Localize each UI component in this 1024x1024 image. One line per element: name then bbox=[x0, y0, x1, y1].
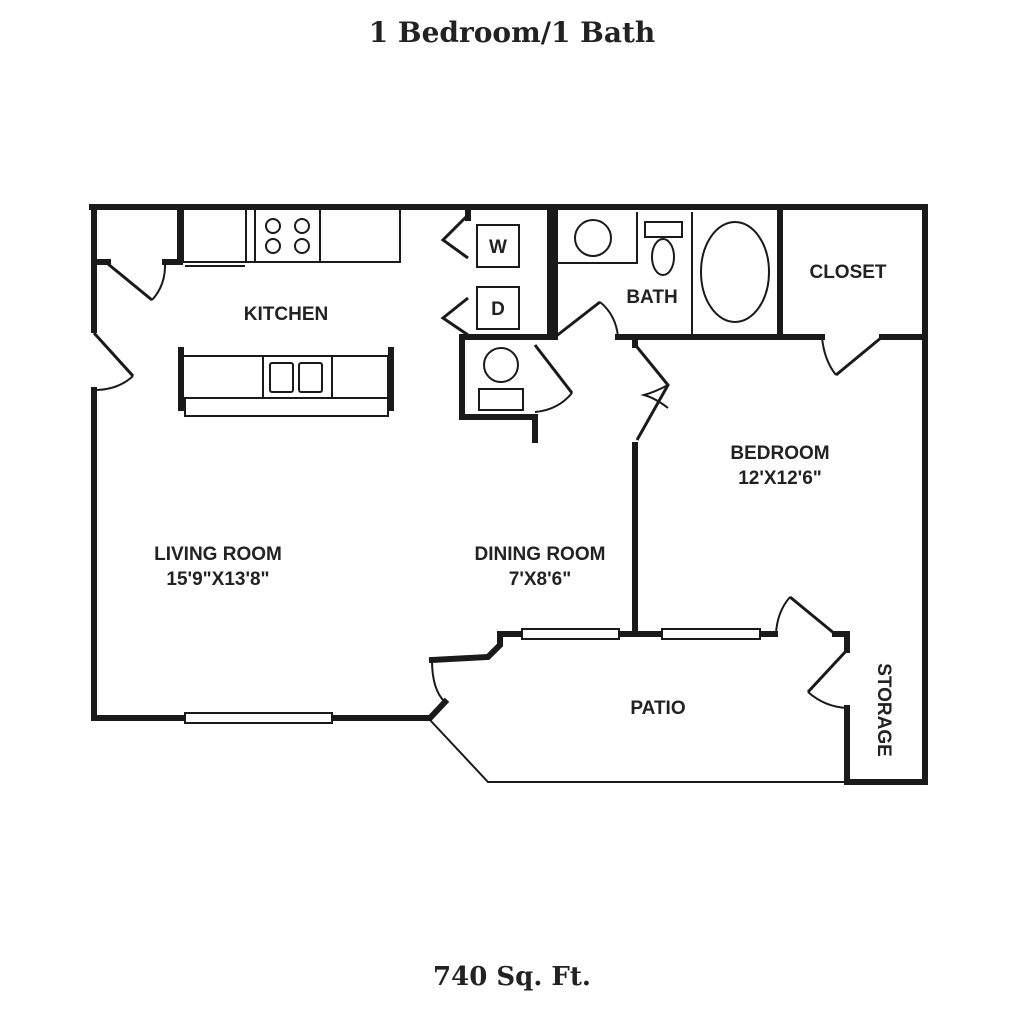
stove-icon bbox=[265, 218, 310, 254]
dryer-label: D bbox=[491, 299, 505, 320]
bedroom-size: 12'X12'6" bbox=[738, 468, 822, 489]
dining-room-size: 7'X8'6" bbox=[509, 569, 571, 590]
square-footage: 740 Sq. Ft. bbox=[433, 962, 591, 992]
washer-label: W bbox=[489, 237, 507, 258]
toilet-icon bbox=[644, 221, 683, 238]
storage-label: STORAGE bbox=[873, 663, 894, 757]
dryer-icon bbox=[476, 286, 520, 330]
living-room-label: LIVING ROOM bbox=[154, 544, 282, 565]
dining-room-label: DINING ROOM bbox=[475, 544, 606, 565]
fixtures bbox=[178, 210, 770, 417]
washer-icon bbox=[476, 224, 520, 268]
walls bbox=[89, 204, 928, 785]
bath-label: BATH bbox=[626, 287, 677, 308]
closet-label: CLOSET bbox=[809, 262, 886, 283]
bedroom-label: BEDROOM bbox=[730, 443, 829, 464]
patio-label: PATIO bbox=[630, 698, 685, 719]
room-labels: KITCHEN W D BATH CLOSET BEDROOM 12'X12'6… bbox=[154, 237, 894, 757]
living-room-size: 15'9"X13'8" bbox=[166, 569, 269, 590]
plan-title: 1 Bedroom/1 Bath bbox=[368, 16, 656, 49]
kitchen-label: KITCHEN bbox=[244, 304, 328, 325]
bathtub-icon bbox=[700, 221, 770, 323]
sink-icon bbox=[269, 362, 323, 393]
windows bbox=[184, 628, 761, 724]
doors bbox=[92, 213, 883, 783]
